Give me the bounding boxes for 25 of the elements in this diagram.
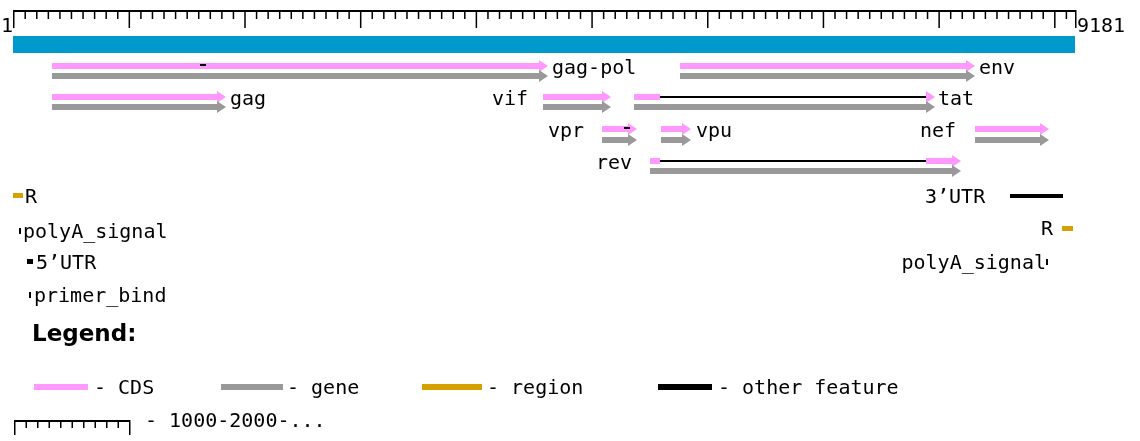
scale-end-number: 9181 bbox=[1077, 14, 1126, 36]
feature-label: env bbox=[979, 56, 1016, 78]
feature-label: R bbox=[25, 185, 38, 207]
feature-label: tat bbox=[938, 87, 975, 109]
feature-label: polyA_signal bbox=[23, 220, 168, 242]
legend-text: - CDS bbox=[94, 376, 155, 398]
legend-heading: Legend: bbox=[32, 322, 137, 344]
feature-label: rev bbox=[596, 151, 633, 173]
feature-label: polyA_signal bbox=[901, 251, 1046, 273]
scale-start-number: 1 bbox=[1, 14, 14, 36]
feature-label: 5’UTR bbox=[36, 251, 97, 273]
feature-label: R bbox=[1041, 217, 1054, 239]
legend-text: - other feature bbox=[718, 376, 899, 398]
feature-label: vpu bbox=[696, 119, 733, 141]
feature-label: gag-pol bbox=[552, 56, 637, 78]
feature-label: primer_bind bbox=[34, 284, 167, 306]
feature-label: vpr bbox=[548, 119, 585, 141]
legend-text: - 1000-2000-... bbox=[145, 409, 326, 431]
legend-text: - region bbox=[487, 376, 584, 398]
feature-label: gag bbox=[230, 87, 267, 109]
feature-label: 3’UTR bbox=[925, 185, 986, 207]
feature-label: vif bbox=[492, 87, 529, 109]
feature-label: nef bbox=[920, 119, 957, 141]
legend-text: - gene bbox=[287, 376, 360, 398]
genome-bar bbox=[13, 36, 1075, 53]
